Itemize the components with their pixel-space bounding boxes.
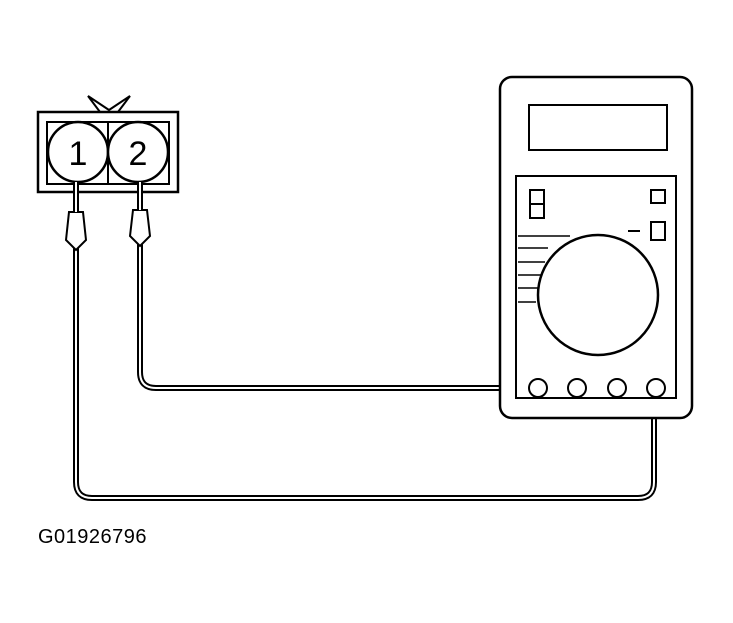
pin-2-label: 2 (129, 135, 148, 173)
input-jack-1 (528, 378, 548, 398)
pin-1-label: 1 (69, 135, 88, 173)
input-jack-4 (646, 378, 666, 398)
input-jack-3 (607, 378, 627, 398)
dial-scale-marks (518, 235, 570, 303)
connector-lock-tab (87, 95, 131, 113)
multimeter (498, 75, 694, 420)
hold-button (650, 189, 666, 204)
probe-tip-pin-1 (64, 211, 88, 252)
figure-id: G01926796 (38, 526, 148, 548)
input-jack-2 (567, 378, 587, 398)
probe-tip-pin-2 (128, 209, 152, 248)
rotary-dial (536, 233, 660, 357)
connector (36, 95, 180, 194)
test-leads (73, 242, 657, 501)
probe-tips (64, 182, 152, 252)
input-jacks (528, 378, 666, 398)
multimeter-display (528, 104, 668, 151)
test-lead-pin-2 (137, 242, 533, 391)
function-button (650, 221, 666, 241)
